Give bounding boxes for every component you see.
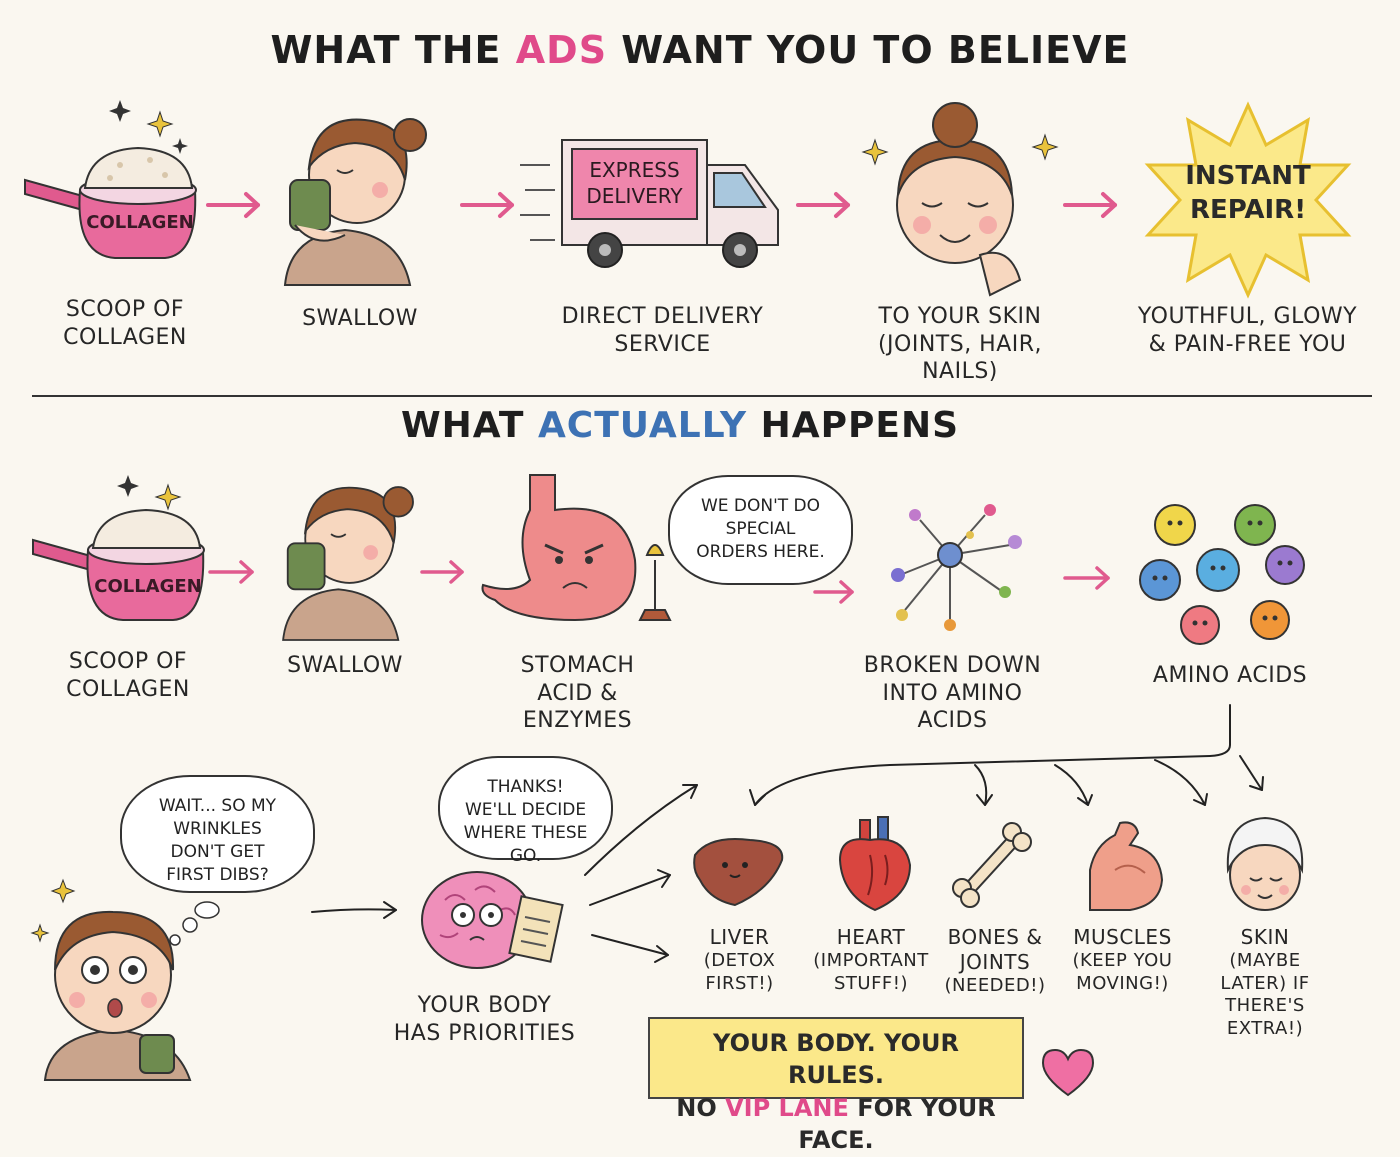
destination-note: (NEEDED!): [944, 975, 1046, 996]
collagen-scoop-icon: COLLAGEN: [32, 475, 205, 621]
top-title-part: WHAT THE: [270, 28, 516, 72]
brain-speech-bubble: THANKS! WE'LL DECIDE WHERE THESE GO.: [438, 756, 613, 866]
destination-note: (MAYBE LATER) IF THERE'S EXTRA!): [1220, 950, 1310, 1039]
slogan-highlight: VIP LANE: [725, 1093, 849, 1122]
bottom-title-part: WHAT: [400, 405, 538, 446]
cup-label-bottom: COLLAGEN: [94, 576, 202, 597]
woman-drinking-icon: [283, 118, 427, 286]
slogan-part: NO: [676, 1093, 726, 1122]
bottom-step-label: STOMACH ACID & ENZYMES: [520, 653, 635, 733]
bone-icon: [952, 822, 1032, 908]
destination-name: HEART: [836, 925, 906, 949]
liver-icon: [693, 838, 784, 907]
top-step-label: DIRECT DELIVERY SERVICE: [561, 304, 764, 357]
slogan-line1: YOUR BODY. YOUR RULES.: [713, 1029, 959, 1090]
burst-text: INSTANT REPAIR!: [1185, 161, 1311, 225]
woman-thought-bubble: WAIT... SO MY WRINKLES DON'T GET FIRST D…: [120, 775, 315, 893]
happy-woman-icon: [861, 102, 1059, 297]
destination-name: SKIN: [1240, 925, 1290, 949]
destination-liver: LIVER (DETOX FIRST!): [672, 925, 807, 995]
top-step-label: SWALLOW: [302, 306, 418, 331]
destination-name: MUSCLES: [1073, 925, 1172, 949]
top-title-highlight: ADS: [515, 28, 608, 72]
bottom-step-label: SWALLOW: [287, 653, 403, 678]
destination-skin: SKIN (MAYBE LATER) IF THERE'S EXTRA!): [1195, 925, 1335, 1040]
stomach-speech-bubble: WE DON'T DO SPECIAL ORDERS HERE.: [668, 475, 853, 585]
destination-note: (IMPORTANT STUFF!): [813, 950, 929, 994]
destination-name: LIVER: [709, 925, 770, 949]
bottom-title: WHAT ACTUALLY HAPPENS: [280, 405, 1080, 446]
destination-bones: BONES & JOINTS (NEEDED!): [940, 925, 1050, 998]
heart-organ-icon: [838, 816, 912, 912]
bottom-title-highlight: ACTUALLY: [537, 405, 748, 446]
top-step-label: YOUTHFUL, GLOWY & PAIN-FREE YOU: [1137, 304, 1358, 357]
amino-acids-icon: [1139, 504, 1305, 645]
truck-sign: EXPRESS DELIVERY: [586, 158, 683, 208]
destination-name: BONES & JOINTS: [947, 925, 1043, 974]
muscle-arm-icon: [1089, 821, 1164, 911]
top-step-label: SCOOP OF COLLAGEN: [63, 297, 187, 350]
bottom-step-label: AMINO ACIDS: [1152, 663, 1308, 688]
skin-towel-woman-icon: [1226, 816, 1304, 911]
confused-woman-icon: [30, 878, 220, 1081]
bottom-step-label: BROKEN DOWN INTO AMINO ACIDS: [863, 653, 1042, 733]
broken-down-particles-icon: [891, 504, 1022, 631]
delivery-truck-icon: EXPRESS DELIVERY: [520, 139, 779, 268]
top-title-part: WANT YOU TO BELIEVE: [607, 28, 1130, 72]
bottom-arrows: [208, 560, 1264, 963]
destination-note: (KEEP YOU MOVING!): [1072, 950, 1173, 994]
collagen-scoop-icon: COLLAGEN: [24, 100, 197, 259]
top-arrows: [206, 192, 1117, 218]
heart-icon: [1041, 1048, 1095, 1097]
angry-stomach-icon: [481, 474, 672, 622]
top-title: WHAT THE ADS WANT YOU TO BELIEVE: [200, 28, 1200, 72]
woman-drinking-icon: [282, 486, 414, 641]
destination-heart: HEART (IMPORTANT STUFF!): [812, 925, 930, 995]
bottom-step-label: SCOOP OF COLLAGEN: [66, 649, 190, 702]
slogan-line2: NO VIP LANE FOR YOUR FACE.: [664, 1092, 1008, 1157]
cup-label-top: COLLAGEN: [86, 212, 194, 233]
bottom-title-part: HAPPENS: [747, 405, 960, 446]
slogan-box: YOUR BODY. YOUR RULES. NO VIP LANE FOR Y…: [648, 1017, 1024, 1154]
your-body-label: YOUR BODY HAS PRIORITIES: [393, 993, 576, 1046]
top-step-label: TO YOUR SKIN (JOINTS, HAIR, NAILS): [877, 304, 1043, 384]
destination-note: (DETOX FIRST!): [703, 950, 776, 994]
instant-repair-burst-icon: INSTANT REPAIR!: [1144, 101, 1352, 299]
section-divider: [32, 395, 1372, 397]
brain-clipboard-icon: [421, 871, 564, 969]
destination-muscles: MUSCLES (KEEP YOU MOVING!): [1065, 925, 1180, 995]
